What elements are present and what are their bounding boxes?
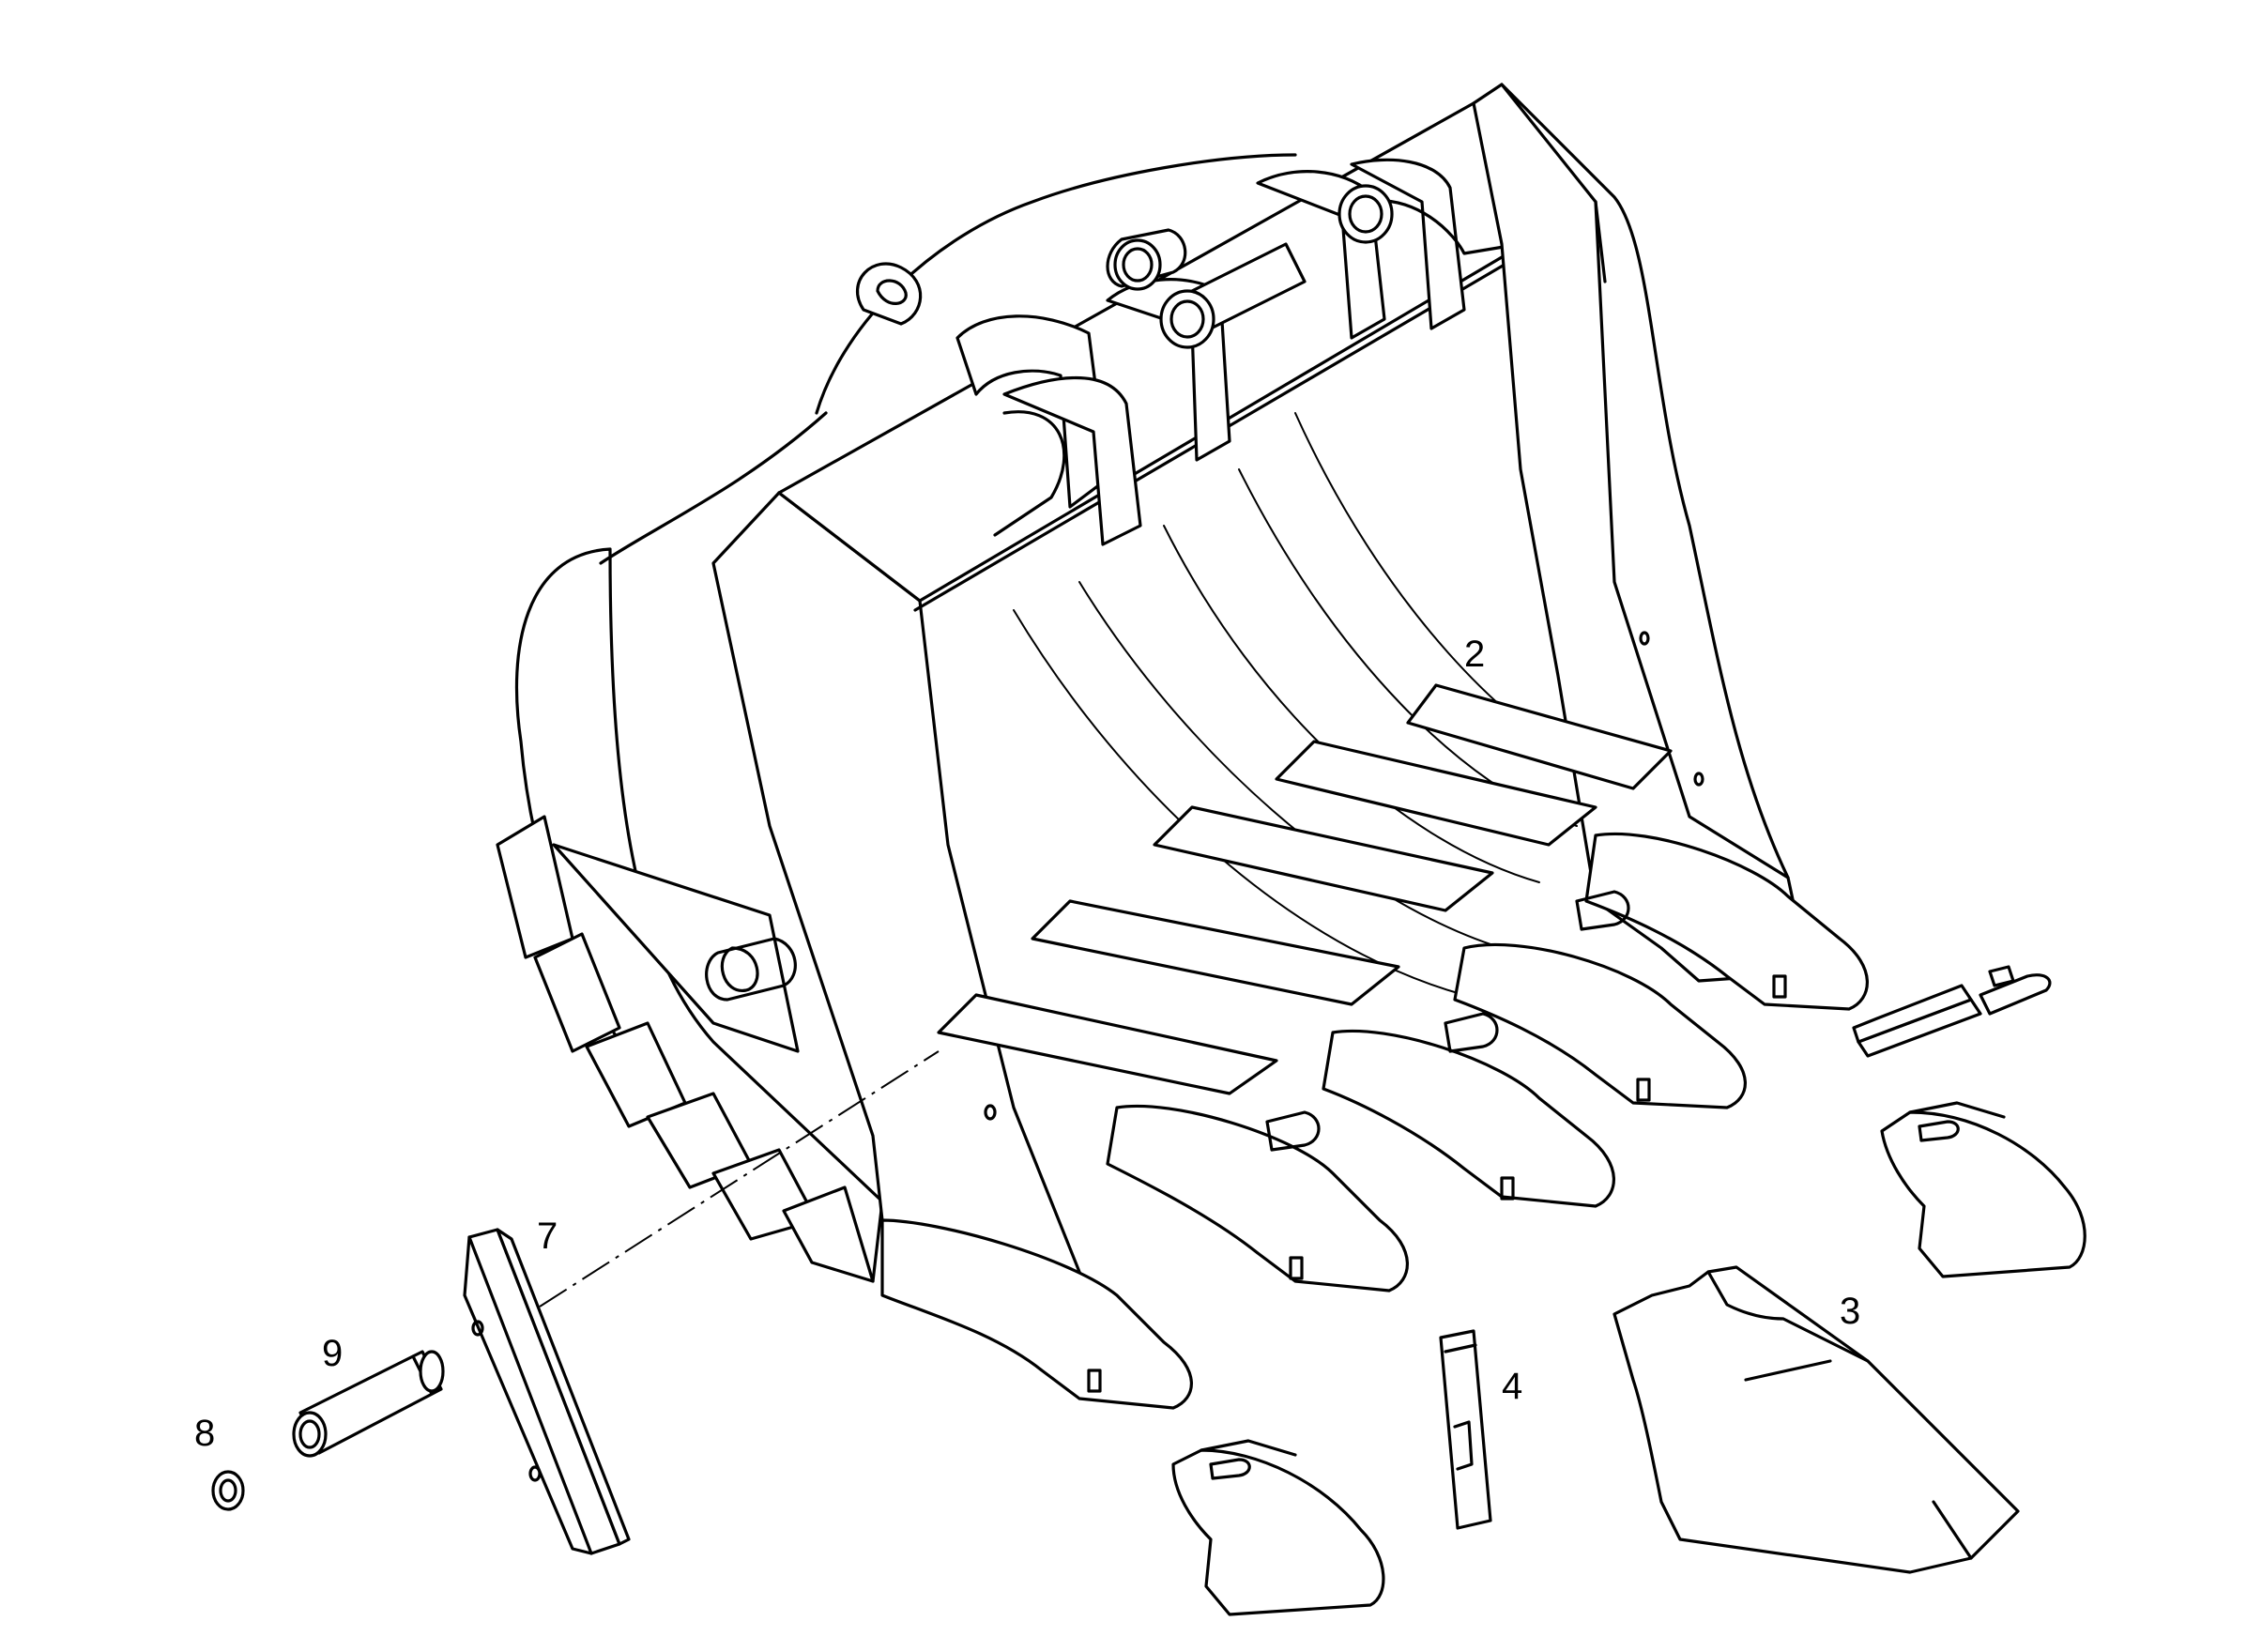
callout-8: 8: [194, 1413, 215, 1454]
pin-boss-left: [1106, 228, 1187, 291]
callout-7: 7: [537, 1216, 558, 1257]
pin-boss-center: [1159, 242, 1307, 349]
callout-9: 9: [322, 1333, 343, 1374]
washer-part-8: [211, 1470, 245, 1511]
callout-3: 3: [1840, 1291, 1860, 1332]
callout-4: 4: [1502, 1366, 1522, 1407]
lock-strip: [1852, 965, 2052, 1058]
pin-part-9: [292, 1350, 445, 1458]
side-cutter-part-7: [463, 1228, 631, 1555]
tooth-pin-part-4: [1439, 1329, 1492, 1530]
loose-adapter-right: [1880, 1101, 2086, 1278]
loose-adapter: [1171, 1439, 1385, 1616]
tooth-part-3: [1612, 1265, 2020, 1574]
bucket-assembly: [496, 83, 1869, 1410]
tooth-adapters: [880, 832, 1869, 1410]
pin-boss-right: [1337, 184, 1394, 244]
centerline: [539, 1050, 940, 1308]
callout-2: 2: [1464, 634, 1485, 675]
